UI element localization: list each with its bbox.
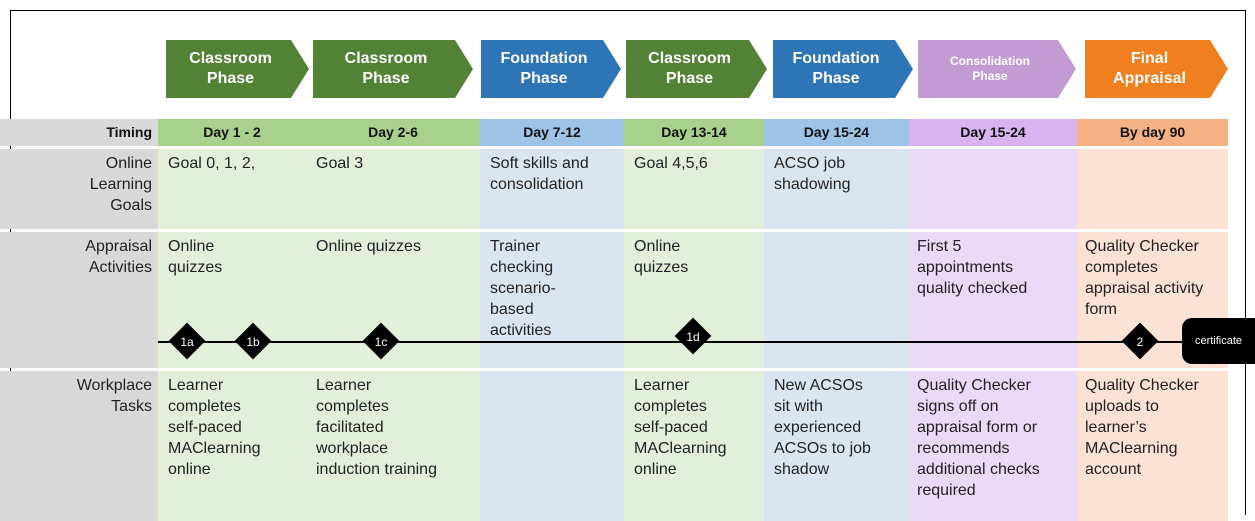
certificate-icon: certificate bbox=[1182, 318, 1255, 364]
phase-classroom-3: Classroom Phase bbox=[626, 40, 767, 98]
phase-foundation-1: Foundation Phase bbox=[481, 40, 621, 98]
timing-cell-3: Day 7-12 bbox=[480, 119, 624, 146]
goals-cell-6 bbox=[909, 149, 1077, 229]
timing-cell-5: Day 15-24 bbox=[764, 119, 909, 146]
workplace-cell-1: Learner completes self-paced MAClearning… bbox=[158, 371, 306, 521]
timing-cell-6: Day 15-24 bbox=[909, 119, 1077, 146]
goals-cell-2: Goal 3 bbox=[306, 149, 480, 229]
timing-cell-7: By day 90 bbox=[1077, 119, 1228, 146]
goals-cell-1: Goal 0, 1, 2, bbox=[158, 149, 306, 229]
row-label-appraisal-activities: Appraisal Activities bbox=[0, 232, 158, 368]
appraisal-cell-5 bbox=[764, 232, 909, 368]
milestone-label-1b: 1b bbox=[246, 335, 260, 349]
phase-classroom-1: Classroom Phase bbox=[166, 40, 309, 98]
workplace-cell-5: New ACSOs sit with experienced ACSOs to … bbox=[764, 371, 909, 521]
goals-cell-5: ACSO job shadowing bbox=[764, 149, 909, 229]
phase-final-appraisal: Final Appraisal bbox=[1085, 40, 1228, 98]
workplace-cell-6: Quality Checker signs off on appraisal f… bbox=[909, 371, 1077, 521]
milestone-label-1a: 1a bbox=[180, 335, 194, 349]
goals-cell-4: Goal 4,5,6 bbox=[624, 149, 764, 229]
phase-consolidation: Consolidation Phase bbox=[918, 40, 1076, 98]
goals-cell-3: Soft skills and consolidation bbox=[480, 149, 624, 229]
appraisal-cell-3: Trainer checking scenario- based activit… bbox=[480, 232, 624, 368]
timeline-line bbox=[158, 341, 1198, 343]
row-label-online-learning-goals: Online Learning Goals bbox=[0, 149, 158, 229]
timing-cell-2: Day 2-6 bbox=[306, 119, 480, 146]
milestone-label-2: 2 bbox=[1136, 335, 1144, 349]
timing-cell-4: Day 13-14 bbox=[624, 119, 764, 146]
workplace-cell-3 bbox=[480, 371, 624, 521]
workplace-cell-2: Learner completes facilitated workplace … bbox=[306, 371, 480, 521]
milestone-label-1d: 1d bbox=[686, 330, 700, 344]
certificate-label: certificate bbox=[1194, 335, 1243, 347]
timing-label: Timing bbox=[0, 119, 158, 146]
goals-cell-7 bbox=[1077, 149, 1228, 229]
workplace-cell-7: Quality Checker uploads to learner’s MAC… bbox=[1077, 371, 1228, 521]
phase-foundation-2: Foundation Phase bbox=[773, 40, 913, 98]
row-label-workplace-tasks: Workplace Tasks bbox=[0, 371, 158, 521]
phase-classroom-2: Classroom Phase bbox=[313, 40, 473, 98]
workplace-cell-4: Learner completes self-paced MAClearning… bbox=[624, 371, 764, 521]
milestone-label-1c: 1c bbox=[374, 335, 388, 349]
timing-cell-1: Day 1 - 2 bbox=[158, 119, 306, 146]
appraisal-cell-6: First 5 appointments quality checked bbox=[909, 232, 1077, 368]
